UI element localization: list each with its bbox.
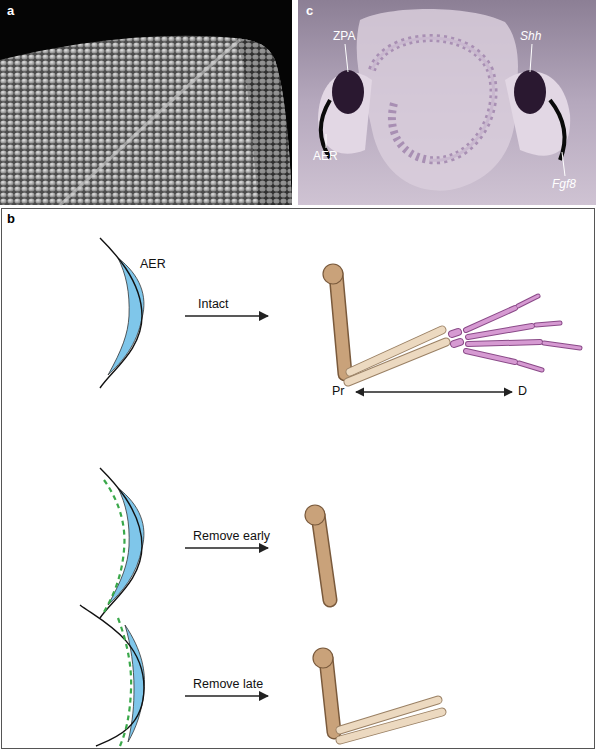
- leader-line: [530, 44, 532, 72]
- panel-letter: b: [7, 212, 15, 226]
- limb-bud-intact: [100, 238, 144, 388]
- leader-line: [326, 134, 327, 148]
- process-arrow: [185, 315, 268, 317]
- process-arrow: [185, 547, 268, 549]
- condition-label: Remove early: [193, 530, 270, 544]
- condition-label: Intact: [198, 298, 229, 312]
- sem-panel: [0, 0, 292, 205]
- axis-label: Pr: [332, 385, 345, 399]
- condition-label: Remove late: [193, 678, 263, 692]
- panel-letter: a: [7, 4, 14, 18]
- axis-arrow: [356, 391, 512, 392]
- region-label: ZPA: [333, 30, 355, 43]
- skeleton-intact: [323, 264, 580, 382]
- limb-bud-early: [100, 468, 144, 618]
- leader-line: [345, 44, 348, 72]
- skeleton-early: [305, 505, 330, 600]
- panel-letter: c: [306, 4, 313, 18]
- panel-frame: [2, 209, 595, 749]
- structure-label: AER: [140, 258, 166, 272]
- gene-label: Shh: [520, 30, 541, 43]
- gene-label: Fgf8: [552, 178, 576, 191]
- embryo-photo: [298, 0, 596, 205]
- limb-bud-late: [80, 605, 144, 746]
- skeleton-late: [313, 648, 442, 740]
- axis-label: D: [518, 385, 527, 399]
- leader-line: [562, 152, 565, 176]
- process-arrow: [185, 695, 268, 697]
- region-label: AER: [313, 150, 338, 163]
